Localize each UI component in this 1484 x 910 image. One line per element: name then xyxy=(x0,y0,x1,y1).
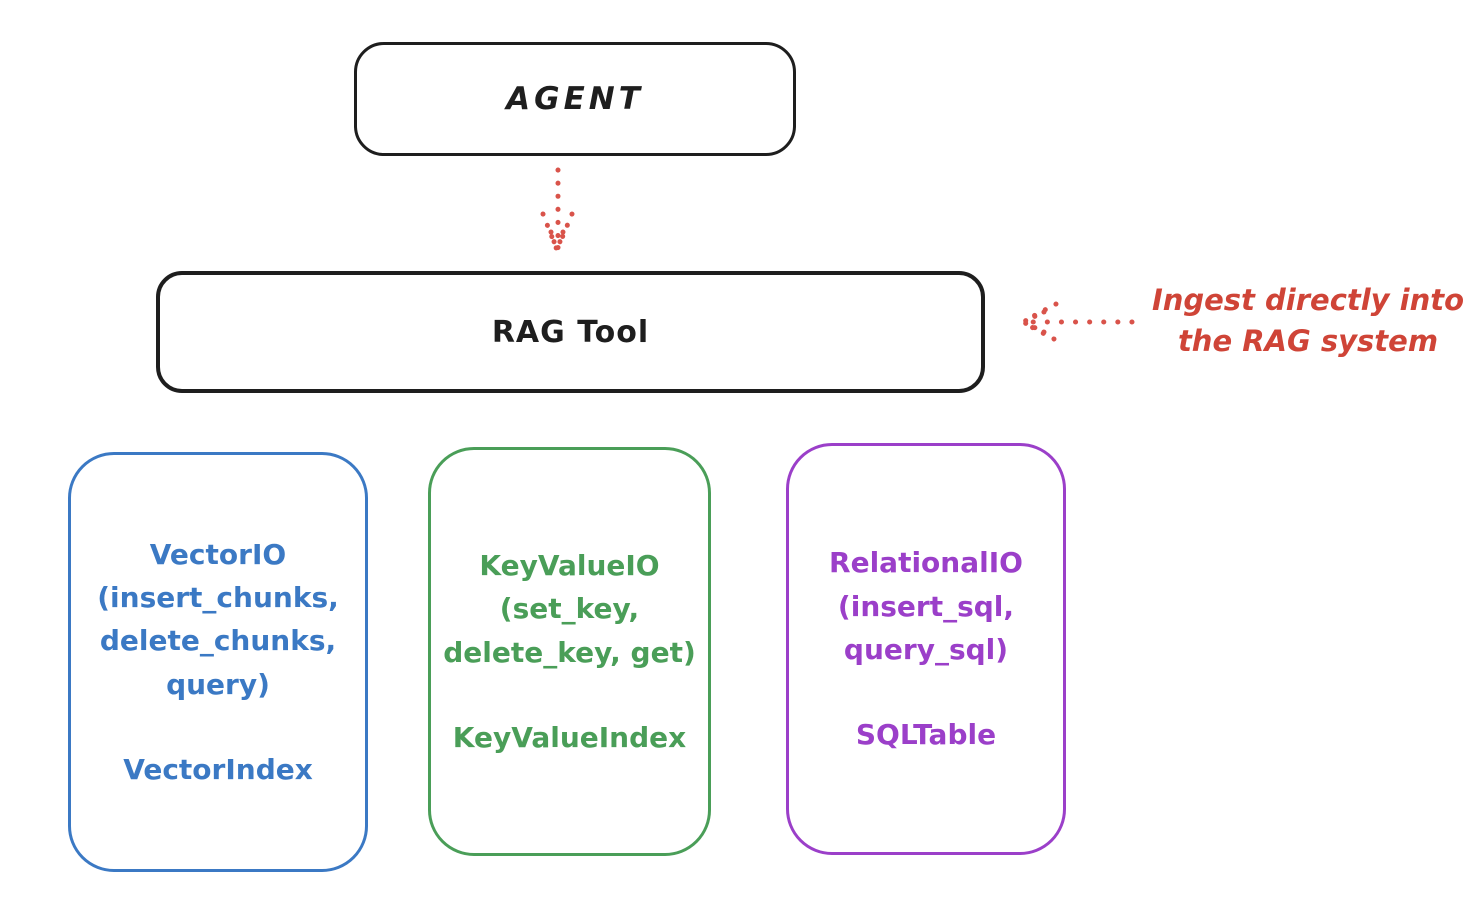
keyvalue-io-index: KeyValueIndex xyxy=(452,720,687,754)
agent-node: AGENT xyxy=(354,42,796,156)
ingest-annotation: Ingest directly into the RAG system xyxy=(1151,283,1465,358)
relational-io-index: SQLTable xyxy=(855,718,997,752)
vector-io-methods: VectorIO (insert_chunks, delete_chunks, … xyxy=(97,537,339,701)
annotation-to-rag-arrow xyxy=(1021,301,1135,342)
keyvalue-io-box: KeyValueIO (set_key, delete_key, get) Ke… xyxy=(428,447,711,856)
vector-io-index: VectorIndex xyxy=(123,753,313,787)
relational-io-box: RelationalIO (insert_sql, query_sql) SQL… xyxy=(786,443,1066,855)
agent-node-label: AGENT xyxy=(506,81,644,117)
rag-tool-node-label: RAG Tool xyxy=(491,314,650,350)
keyvalue-io-methods: KeyValueIO (set_key, delete_key, get) xyxy=(443,548,696,669)
agent-to-rag-arrow xyxy=(540,167,575,254)
vector-io-box: VectorIO (insert_chunks, delete_chunks, … xyxy=(68,452,368,872)
rag-tool-node: RAG Tool xyxy=(156,271,985,393)
relational-io-methods: RelationalIO (insert_sql, query_sql) xyxy=(829,546,1023,666)
